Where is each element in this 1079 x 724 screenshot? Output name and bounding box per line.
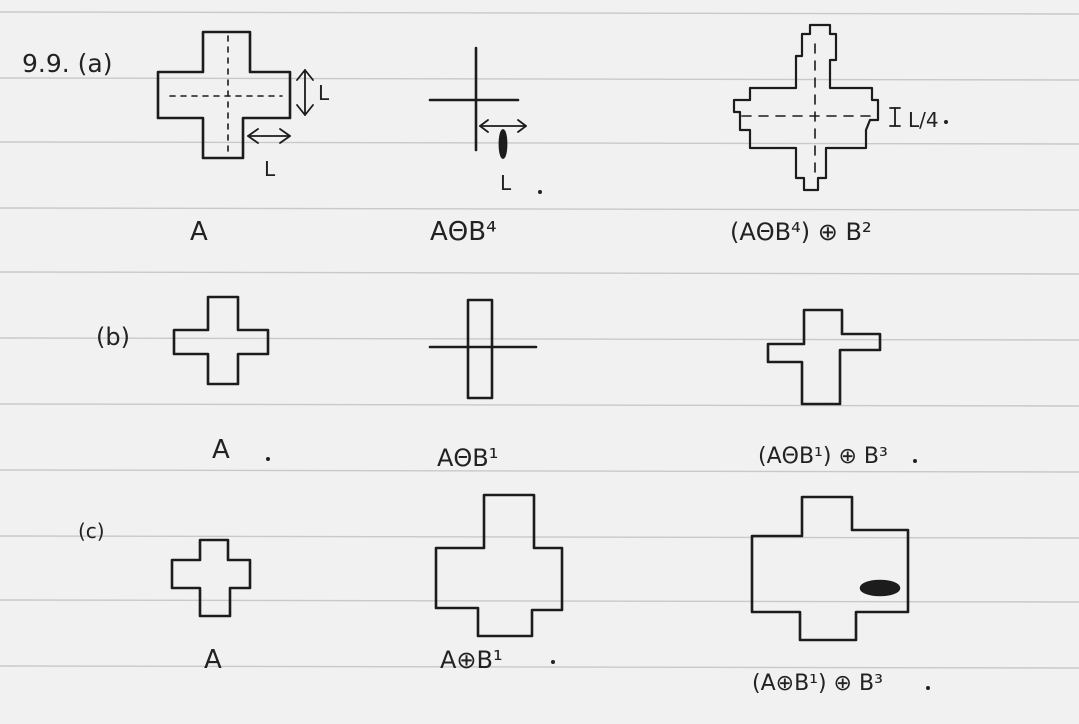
caption-dilation-row-c: A⊕B¹ [440, 646, 503, 674]
eroded-shape-a-row-b [428, 298, 538, 400]
problem-label: 9.9. (a) [22, 49, 112, 78]
ruled-lines [0, 11, 1079, 669]
structuring-element-b4 [479, 119, 527, 159]
caption-a-row-b: A [212, 435, 230, 465]
dimension-arrow-horizontal [247, 128, 291, 144]
dilated-shape-row-b [766, 308, 882, 406]
cross-shape-a-row-c [170, 538, 252, 618]
row-label-c: (c) [78, 519, 105, 543]
dimension-label-horizontal: L [264, 157, 276, 181]
caption-dilation-row-a: (AΘB⁴) ⊕ B² [730, 218, 872, 246]
caption-erosion-row-a: AΘB⁴ [430, 217, 497, 247]
dimension-label-quarter: L/4 [908, 108, 939, 132]
dimension-label-vertical: L [318, 81, 330, 105]
dimension-arrow-vertical [296, 69, 314, 116]
caption-final-row-c: (A⊕B¹) ⊕ B³ [752, 671, 883, 696]
structuring-element-b3 [859, 579, 901, 597]
dilated-shape-row-a [732, 23, 880, 192]
caption-a-row-a: A [190, 217, 208, 247]
caption-a-row-c: A [204, 645, 222, 675]
cross-centerlines [169, 35, 283, 155]
row-label-b: (b) [96, 323, 130, 351]
handwriting-dots [266, 120, 948, 690]
cross-shape-a-row-a [156, 30, 292, 160]
dilated-shape-a-row-c [434, 493, 564, 638]
dilated-centerlines [741, 43, 871, 181]
cross-shape-a-row-b [172, 295, 270, 386]
dimension-marker-l4 [889, 107, 901, 127]
caption-erosion-row-b: AΘB¹ [437, 444, 498, 472]
eroded-shape-a-row-a [428, 46, 520, 152]
structuring-element-size-label: L [500, 171, 512, 195]
caption-dilation-row-b: (AΘB¹) ⊕ B³ [758, 444, 888, 469]
result-shape-row-c [750, 495, 910, 642]
